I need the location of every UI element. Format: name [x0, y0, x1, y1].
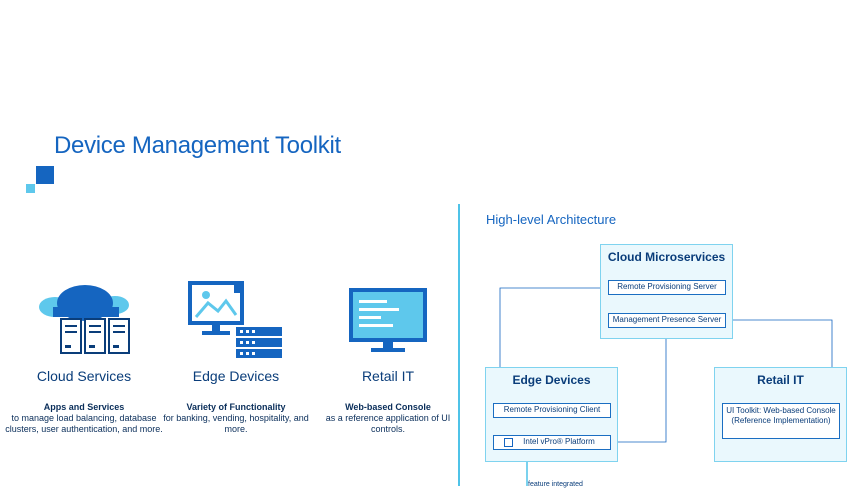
architecture-title: High-level Architecture [486, 212, 617, 227]
category-desc-bold: Web-based Console [345, 402, 431, 412]
category-title-edge: Edge Devices [192, 368, 280, 384]
cloud-microservices-title: Cloud Microservices [607, 250, 726, 264]
remote-provisioning-server: Remote Provisioning Server [608, 280, 726, 295]
category-desc-bold: Variety of Functionality [186, 402, 286, 412]
category-desc-text: as a reference application of UI control… [325, 413, 451, 434]
category-desc-text: for banking, vending, hospitality, and m… [163, 413, 309, 434]
category-desc-bold: Apps and Services [43, 402, 125, 412]
remote-provisioning-client: Remote Provisioning Client [493, 403, 611, 418]
retail-monitor-icon [349, 288, 427, 354]
chip-icon [504, 438, 513, 447]
edge-devices-box: Edge Devices Remote Provisioning Client … [485, 367, 618, 462]
category-desc-cloud: Apps and Services to manage load balanci… [4, 402, 164, 435]
category-desc-retail: Web-based Console as a reference applica… [308, 402, 468, 435]
ui-toolkit-console: UI Toolkit: Web-based Console (Reference… [722, 403, 840, 439]
edge-devices-title: Edge Devices [512, 373, 591, 387]
section-divider [458, 204, 460, 486]
retail-it-box: Retail IT UI Toolkit: Web-based Console … [714, 367, 847, 462]
cloud-microservices-box: Cloud Microservices Remote Provisioning … [600, 244, 733, 339]
page-title: Device Management Toolkit [54, 132, 341, 159]
footnote-text: feature integrated [528, 481, 583, 488]
retail-it-title: Retail IT [757, 373, 804, 387]
cloud-servers-icon [33, 283, 133, 355]
category-title-retail: Retail IT [361, 368, 415, 384]
category-desc-text: to manage load balancing, database clust… [5, 413, 163, 434]
intel-vpro-platform: Intel vPro® Platform [493, 435, 611, 450]
edge-monitor-icon [188, 281, 284, 359]
decorative-square-small [26, 184, 35, 193]
category-title-cloud: Cloud Services [36, 368, 132, 384]
management-presence-server: Management Presence Server [608, 313, 726, 328]
category-desc-edge: Variety of Functionality for banking, ve… [156, 402, 316, 435]
intel-vpro-platform-label: Intel vPro® Platform [523, 437, 595, 446]
decorative-square [36, 166, 54, 184]
